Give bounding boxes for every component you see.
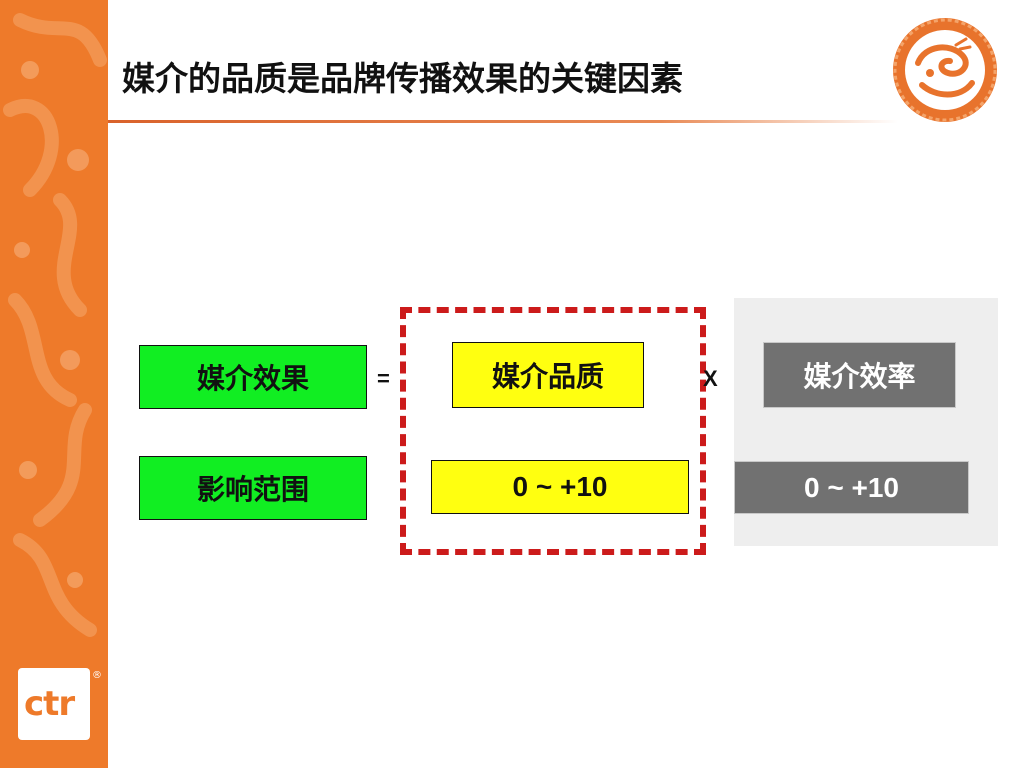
- quality-highlight-frame: [400, 307, 706, 555]
- multiply-sign: X: [703, 366, 718, 391]
- efficiency-range-value: 0 ~ +10: [804, 471, 899, 503]
- title-underline: [108, 120, 898, 123]
- ctr-logo: ctr: [18, 668, 90, 740]
- media-effect-box: 媒介效果: [139, 345, 367, 409]
- dragon-seal-icon: [893, 18, 997, 122]
- media-quality-box: 媒介品质: [452, 342, 644, 408]
- media-efficiency-box: 媒介效率: [763, 342, 956, 408]
- slide-title: 媒介的品质是品牌传播效果的关键因素: [122, 59, 683, 98]
- quality-range-box: 0 ~ +10: [431, 460, 689, 514]
- registered-mark: ®: [92, 670, 102, 681]
- media-quality-label: 媒介品质: [491, 360, 604, 393]
- media-efficiency-label: 媒介效率: [803, 360, 916, 393]
- efficiency-range-box: 0 ~ +10: [734, 461, 969, 514]
- quality-range-value: 0 ~ +10: [512, 471, 608, 502]
- reach-label: 影响范围: [196, 473, 309, 506]
- left-decorative-band: ctr ®: [0, 0, 108, 768]
- equals-sign: =: [377, 366, 390, 391]
- reach-box: 影响范围: [139, 456, 367, 520]
- ctr-logo-text: ctr: [24, 684, 75, 724]
- calligraphy-pattern-icon: [3, 13, 107, 637]
- media-effect-label: 媒介效果: [196, 362, 309, 395]
